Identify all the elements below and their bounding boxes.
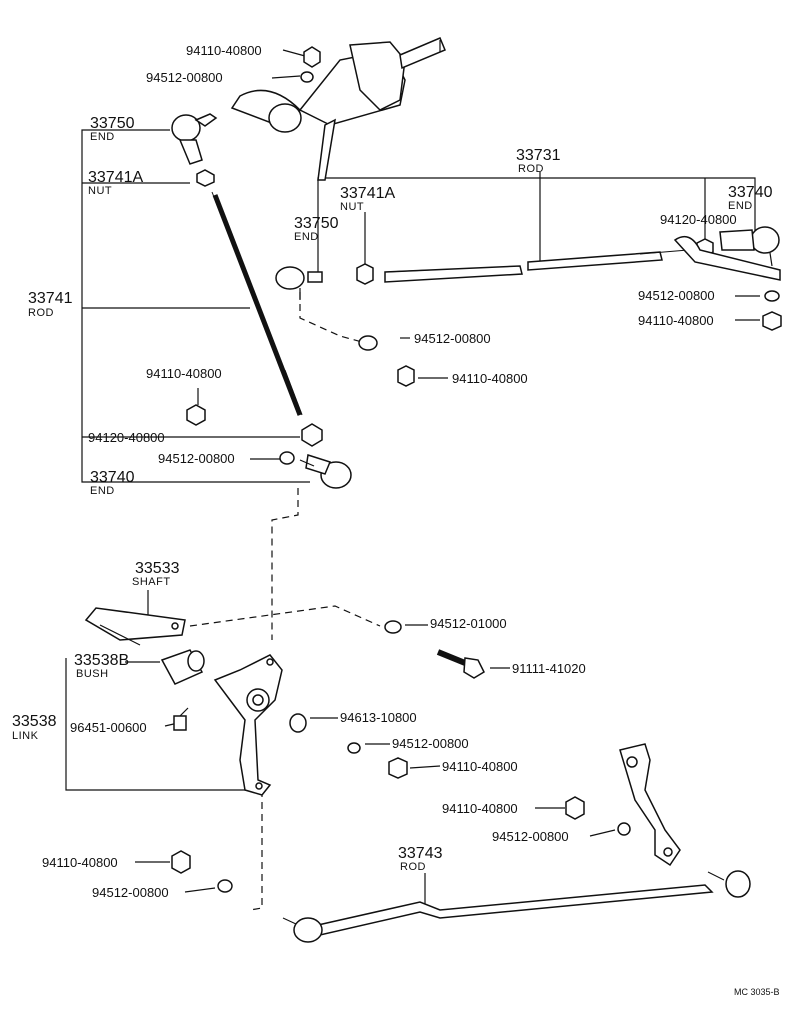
part-desc-label: ROD [518,163,544,175]
part-desc-label: END [90,131,115,143]
part-number-label: 33740 [90,469,135,486]
part-desc-label: NUT [340,201,364,213]
part-labels: 94110-40800 94512-00800 33750 END 33741A… [12,43,780,997]
part-number-label: 91111-41020 [512,661,586,676]
washer [300,71,314,83]
part-number-label: 94512-00800 [92,885,169,900]
part-desc-label: BUSH [76,668,109,680]
part-desc-label: ROD [28,307,54,319]
part-number-label: 94110-40800 [42,855,118,870]
part-number-label: 33741A [88,169,143,186]
part-number-label: 94512-00800 [146,70,223,85]
part-number-label: 33741 [28,290,73,307]
part-number-label: 94120-40800 [88,430,165,445]
part-number-label: 33538B [74,652,129,669]
part-drawings [84,37,782,943]
part-number-label: 33750 [294,215,339,232]
part-number-label: 33743 [398,845,443,862]
part-number-label: 94110-40800 [442,759,518,774]
part-number-label: 94512-00800 [158,451,235,466]
part-number-label: 94110-40800 [186,43,262,58]
part-desc-label: END [294,231,319,243]
figure-code: MC 3035-B [734,987,780,997]
part-number-label: 94110-40800 [638,313,714,328]
part-desc-label: SHAFT [132,576,171,588]
part-number-label: 33533 [135,560,180,577]
part-number-label: 94613-10800 [340,710,417,725]
part-number-label: 94512-00800 [638,288,715,303]
part-number-label: 94512-00800 [392,736,469,751]
part-number-label: 33741A [340,185,395,202]
part-number-label: 33731 [516,147,561,164]
part-number-label: 33740 [728,184,773,201]
part-desc-label: NUT [88,185,112,197]
part-number-label: 94120-40800 [660,212,737,227]
part-number-label: 33750 [90,115,135,132]
part-number-label: 33538 [12,713,57,730]
part-number-label: 94512-00800 [414,331,491,346]
part-desc-label: ROD [400,861,426,873]
part-number-label: 94512-01000 [430,616,507,631]
part-desc-label: LINK [12,730,39,742]
leader-lines [65,49,760,911]
part-number-label: 96451-00600 [70,720,147,735]
nut [303,46,321,68]
part-number-label: 94110-40800 [442,801,518,816]
part-number-label: 94110-40800 [146,366,222,381]
part-number-label: 94110-40800 [452,371,528,386]
part-desc-label: END [728,200,753,212]
part-number-label: 94512-00800 [492,829,569,844]
part-desc-label: END [90,485,115,497]
